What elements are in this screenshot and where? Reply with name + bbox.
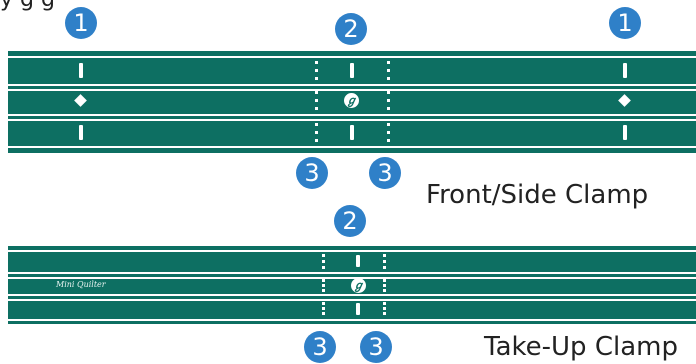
badge-3-takeup-right: 3: [360, 331, 392, 363]
mini-quilter-logo: Mini Quilter: [56, 280, 106, 289]
badge-2-front: 2: [335, 13, 367, 45]
dotted-line-left: [315, 61, 318, 81]
dotted-line-left: [322, 302, 325, 316]
diamond-marker-left: [74, 94, 87, 107]
center-tick: [350, 63, 354, 78]
badge-3-front-right: 3: [369, 157, 401, 189]
clamp-stripe: [8, 319, 696, 321]
clamp-stripe: [8, 56, 696, 58]
cropped-header-text: y g g: [0, 0, 696, 13]
clamp-stripe: [8, 146, 696, 148]
clamp-stripe: [8, 299, 696, 301]
dotted-line-right: [383, 279, 386, 292]
dotted-line-left: [322, 279, 325, 292]
center-tick: [356, 303, 360, 315]
take-up-clamp: Mini Quilter ℊ: [8, 246, 696, 324]
clamp-stripe: [8, 294, 696, 296]
clamp-stripe: [8, 272, 696, 274]
take-up-clamp-caption: Take-Up Clamp: [484, 332, 678, 362]
clamp-stripe: [8, 89, 696, 91]
dotted-line-right: [387, 91, 390, 111]
front-side-clamp: ℊ: [8, 51, 696, 153]
dotted-line-right: [387, 123, 390, 143]
center-tick: [350, 125, 354, 140]
position-tick-left: [79, 63, 83, 78]
badge-2-takeup: 2: [334, 205, 366, 237]
badge-3-front-left: 3: [296, 157, 328, 189]
dotted-line-left: [315, 123, 318, 143]
badge-1-right: 1: [609, 7, 641, 39]
dotted-line-left: [315, 91, 318, 111]
position-tick-right: [623, 63, 627, 78]
position-tick-left: [79, 125, 83, 140]
dotted-line-left: [322, 254, 325, 270]
front-side-clamp-caption: Front/Side Clamp: [426, 180, 649, 210]
clamp-stripe: [8, 114, 696, 116]
center-logo-icon: ℊ: [344, 93, 359, 108]
clamp-stripe: [8, 277, 696, 279]
position-tick-right: [623, 125, 627, 140]
clamp-stripe: [8, 250, 696, 252]
center-logo-icon: ℊ: [351, 278, 366, 293]
clamp-stripe: [8, 119, 696, 121]
dotted-line-right: [383, 302, 386, 316]
center-tick: [356, 255, 360, 267]
clamp-stripe: [8, 84, 696, 86]
badge-1-left: 1: [65, 7, 97, 39]
dotted-line-right: [383, 254, 386, 270]
diamond-marker-right: [618, 94, 631, 107]
badge-3-takeup-left: 3: [304, 331, 336, 363]
dotted-line-right: [387, 61, 390, 81]
